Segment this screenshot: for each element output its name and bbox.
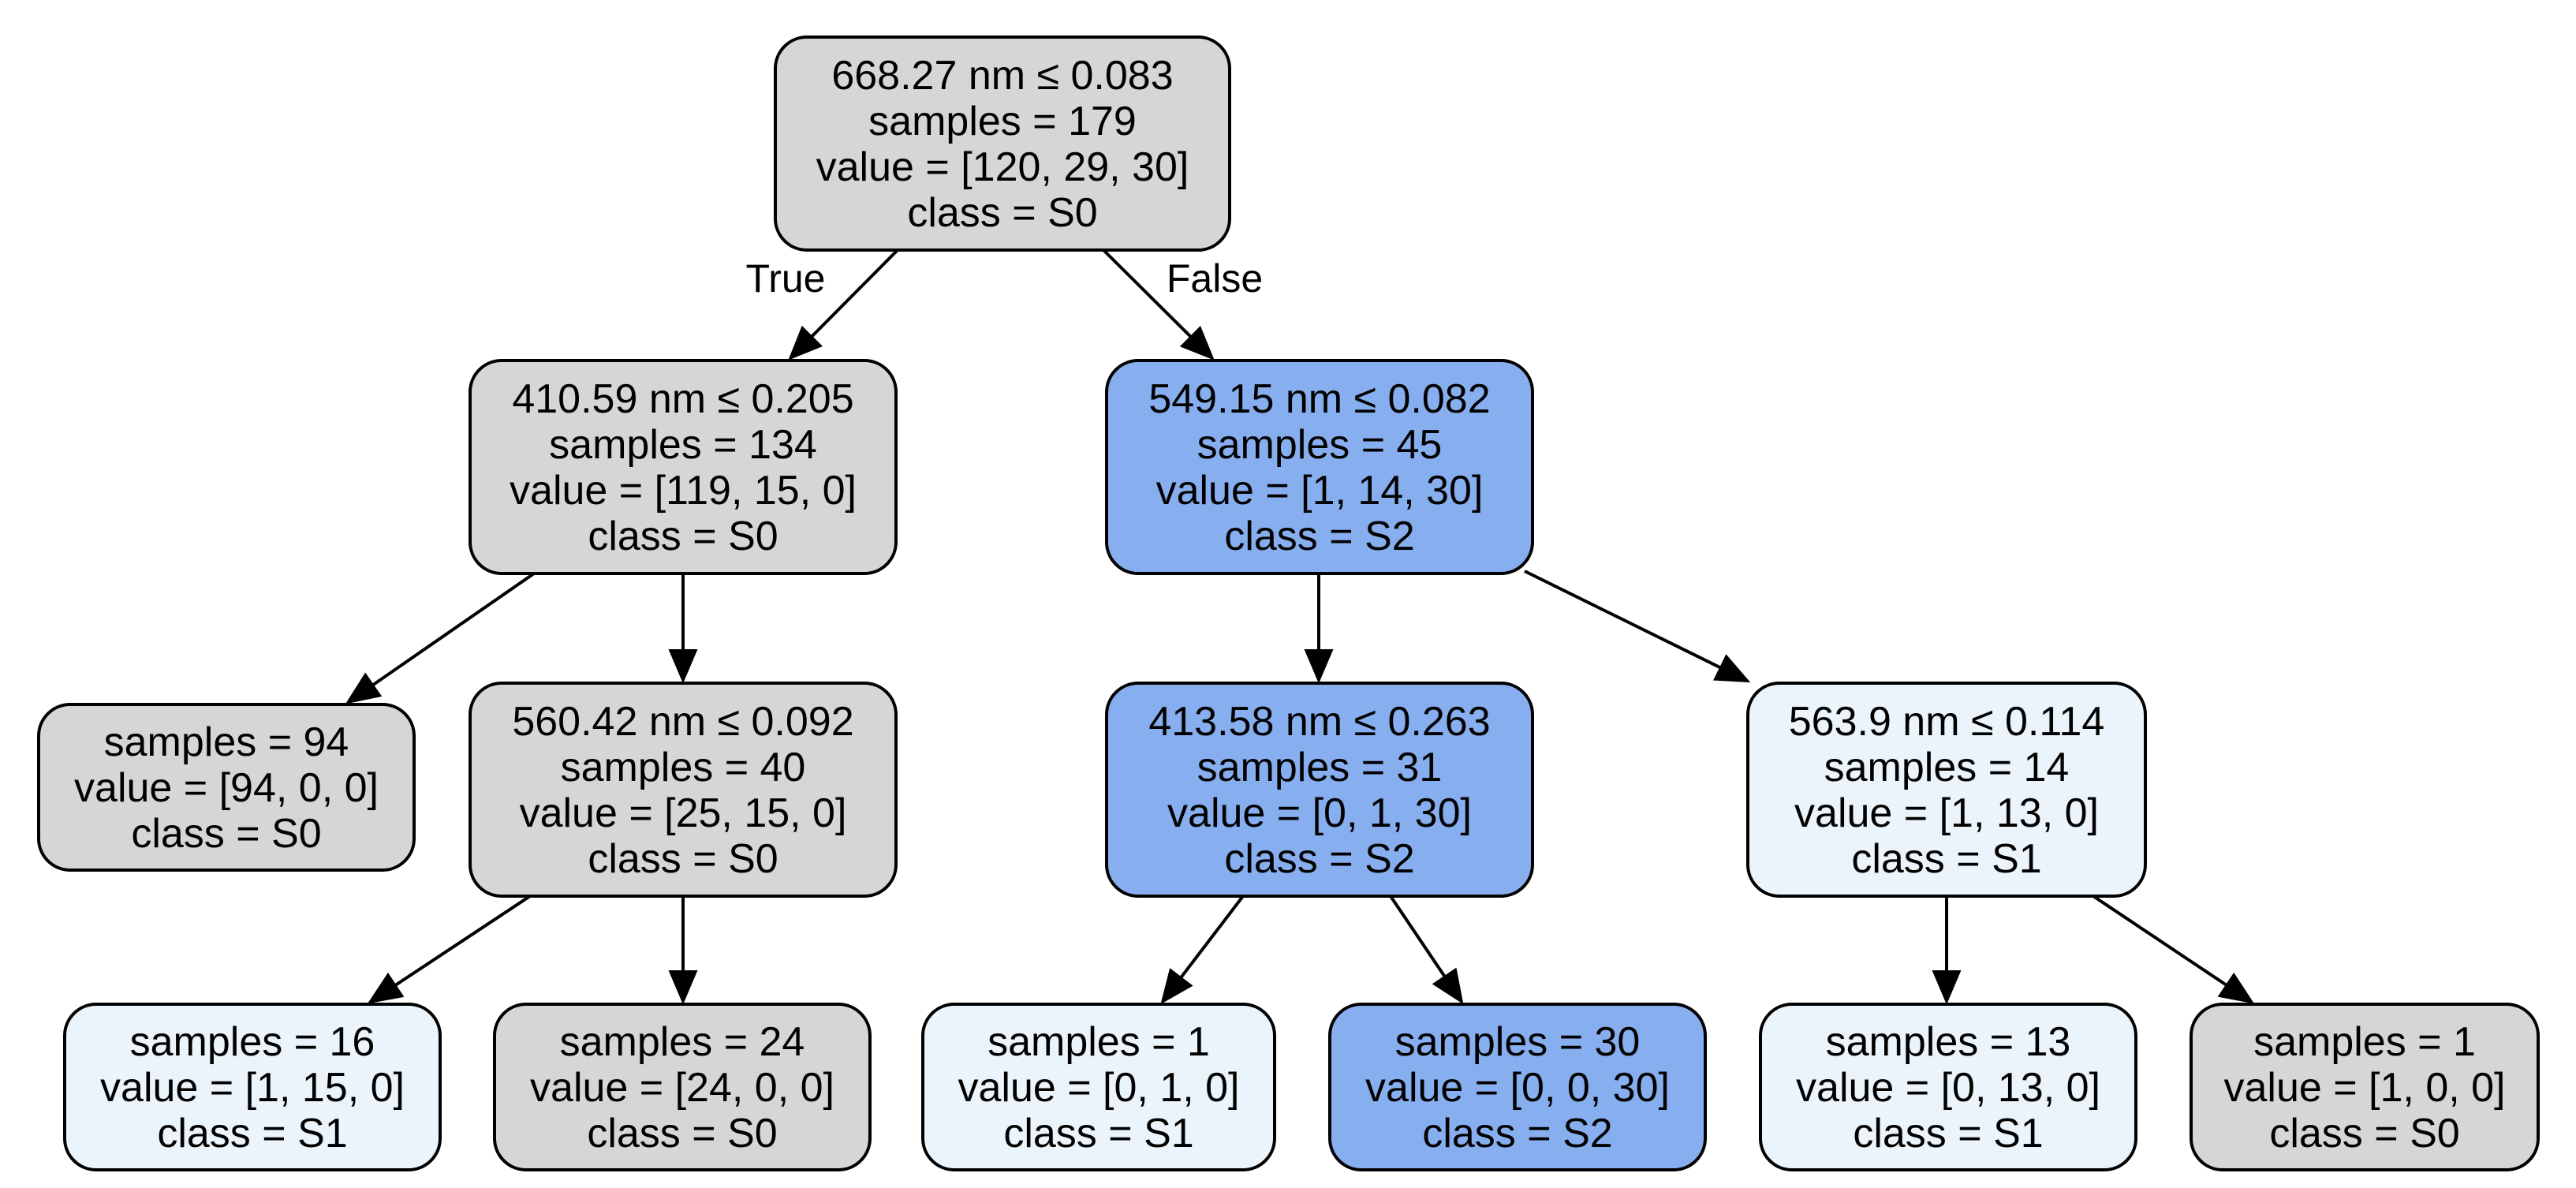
node-box bbox=[493, 1003, 872, 1171]
node-box bbox=[1105, 682, 1534, 898]
edge-n5-n9 bbox=[1179, 895, 1245, 979]
arrowhead-n5-n9 bbox=[1160, 968, 1193, 1005]
node-text-line: samples = 134 bbox=[549, 422, 817, 468]
node-text-line: 560.42 nm ≤ 0.092 bbox=[512, 699, 853, 745]
node-text-line: 413.58 nm ≤ 0.263 bbox=[1148, 699, 1490, 745]
arrowhead-n5-n10 bbox=[1432, 967, 1464, 1005]
node-text-line: value = [1, 15, 0] bbox=[100, 1065, 405, 1111]
node-text-line: class = S0 bbox=[131, 811, 321, 857]
node-text-line: value = [0, 13, 0] bbox=[1796, 1065, 2100, 1111]
node-text-line: value = [24, 0, 0] bbox=[530, 1065, 834, 1111]
node-text-line: samples = 16 bbox=[130, 1019, 375, 1065]
node-text-line: value = [1, 0, 0] bbox=[2223, 1065, 2505, 1111]
node-text-line: class = S1 bbox=[1853, 1111, 2043, 1156]
node-text-line: samples = 14 bbox=[1824, 745, 2070, 790]
node-text-line: value = [1, 14, 30] bbox=[1156, 468, 1484, 514]
edge-n6-n12 bbox=[2092, 895, 2227, 987]
edge-label-true: True bbox=[746, 256, 826, 301]
node-text-line: value = [120, 29, 30] bbox=[816, 144, 1189, 190]
edge-root-n2 bbox=[1102, 248, 1193, 338]
node-text-line: class = S2 bbox=[1224, 514, 1414, 559]
edge-root-n1 bbox=[810, 248, 899, 338]
node-text-line: samples = 40 bbox=[561, 745, 806, 790]
node-text-line: value = [1, 13, 0] bbox=[1794, 790, 2099, 836]
node-box bbox=[1759, 1003, 2137, 1171]
arrowhead-n6-n12 bbox=[2217, 972, 2255, 1004]
node-text-line: class = S0 bbox=[2269, 1111, 2459, 1156]
node-box bbox=[1105, 359, 1534, 575]
node-text-line: value = [0, 1, 0] bbox=[958, 1065, 1239, 1111]
edge-n5-n10 bbox=[1389, 895, 1447, 977]
node-text-line: samples = 94 bbox=[104, 719, 349, 765]
arrowhead-root-n1 bbox=[788, 325, 823, 361]
node-text-line: class = S2 bbox=[1422, 1111, 1612, 1156]
node-text-line: value = [0, 0, 30] bbox=[1365, 1065, 1670, 1111]
node-text-line: samples = 1 bbox=[987, 1019, 1210, 1065]
arrowhead-n2-n5 bbox=[1304, 649, 1334, 684]
node-box bbox=[1328, 1003, 1707, 1171]
arrowhead-n2-n6 bbox=[1713, 654, 1751, 683]
node-text-line: 563.9 nm ≤ 0.114 bbox=[1789, 699, 2105, 745]
node-text-line: samples = 1 bbox=[2253, 1019, 2476, 1065]
node-text-line: class = S1 bbox=[157, 1111, 347, 1156]
node-box bbox=[921, 1003, 1276, 1171]
edges-layer: True False bbox=[345, 248, 2255, 1005]
node-text-line: class = S1 bbox=[1003, 1111, 1193, 1156]
node-text-line: class = S0 bbox=[587, 1111, 777, 1156]
arrowhead-n4-n8 bbox=[668, 970, 698, 1005]
node-box bbox=[469, 682, 898, 898]
edge-n2-n6 bbox=[1524, 570, 1722, 670]
node-text-line: samples = 24 bbox=[560, 1019, 805, 1065]
node-text-line: samples = 30 bbox=[1395, 1019, 1641, 1065]
node-text-line: class = S0 bbox=[588, 836, 778, 882]
edge-n1-n3 bbox=[371, 572, 536, 686]
edge-n4-n7 bbox=[394, 895, 532, 987]
node-text-line: value = [0, 1, 30] bbox=[1167, 790, 1472, 836]
node-box bbox=[63, 1003, 442, 1171]
node-text-line: samples = 179 bbox=[868, 99, 1137, 144]
node-text-line: class = S0 bbox=[907, 190, 1097, 236]
node-text-line: class = S0 bbox=[588, 514, 778, 559]
arrowhead-root-n2 bbox=[1179, 325, 1215, 361]
node-text-line: value = [25, 15, 0] bbox=[520, 790, 847, 836]
node-text-line: class = S2 bbox=[1224, 836, 1414, 882]
node-box bbox=[1746, 682, 2147, 898]
node-box bbox=[2190, 1003, 2540, 1171]
arrowhead-n4-n7 bbox=[367, 972, 405, 1004]
node-box bbox=[469, 359, 898, 575]
node-text-line: value = [94, 0, 0] bbox=[74, 765, 379, 811]
node-text-line: samples = 13 bbox=[1826, 1019, 2071, 1065]
node-text-line: value = [119, 15, 0] bbox=[510, 468, 857, 514]
arrowhead-n6-n11 bbox=[1932, 970, 1962, 1005]
node-text-line: samples = 31 bbox=[1197, 745, 1443, 790]
node-box bbox=[37, 703, 416, 872]
node-text-line: class = S1 bbox=[1851, 836, 2041, 882]
node-text-line: 410.59 nm ≤ 0.205 bbox=[512, 376, 853, 422]
arrowhead-n1-n3 bbox=[345, 672, 383, 704]
node-box bbox=[774, 35, 1231, 252]
node-text-line: 668.27 nm ≤ 0.083 bbox=[831, 53, 1173, 99]
edge-label-false: False bbox=[1167, 256, 1263, 301]
arrowhead-n1-n4 bbox=[668, 649, 698, 684]
node-text-line: 549.15 nm ≤ 0.082 bbox=[1148, 376, 1490, 422]
node-text-line: samples = 45 bbox=[1197, 422, 1443, 468]
